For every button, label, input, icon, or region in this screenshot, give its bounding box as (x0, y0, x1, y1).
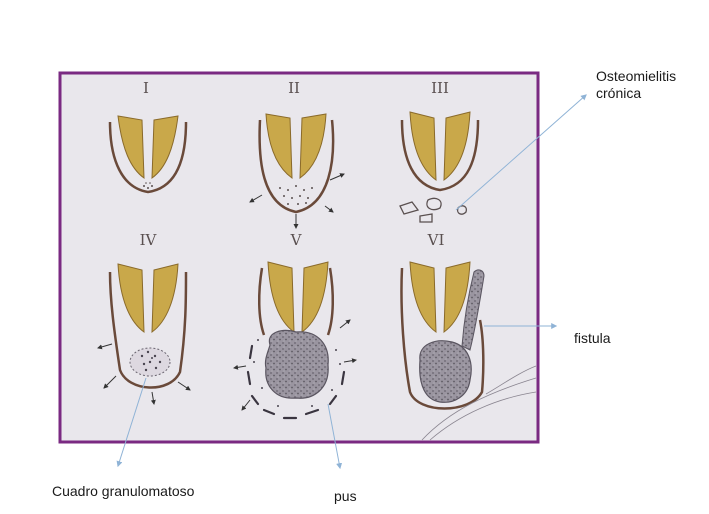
panel-numeral: I (143, 79, 149, 97)
fistula-label: fistula (574, 330, 611, 347)
osteomielitis-label: Osteomielitis crónica (596, 68, 676, 102)
granulomatoso-label: Cuadro granulomatoso (52, 483, 194, 500)
panel-numeral: V (290, 231, 303, 249)
panel-numeral: II (288, 79, 300, 97)
pus-abscess (265, 331, 328, 399)
osteomielitis-label-line2: crónica (596, 85, 676, 102)
pus-abscess (420, 341, 472, 403)
osteomielitis-label-line1: Osteomielitis (596, 68, 676, 85)
panel-numeral: VI (427, 231, 445, 249)
panel-numeral: III (431, 79, 449, 97)
panel-numeral: IV (140, 231, 158, 249)
pus-label: pus (334, 488, 357, 505)
